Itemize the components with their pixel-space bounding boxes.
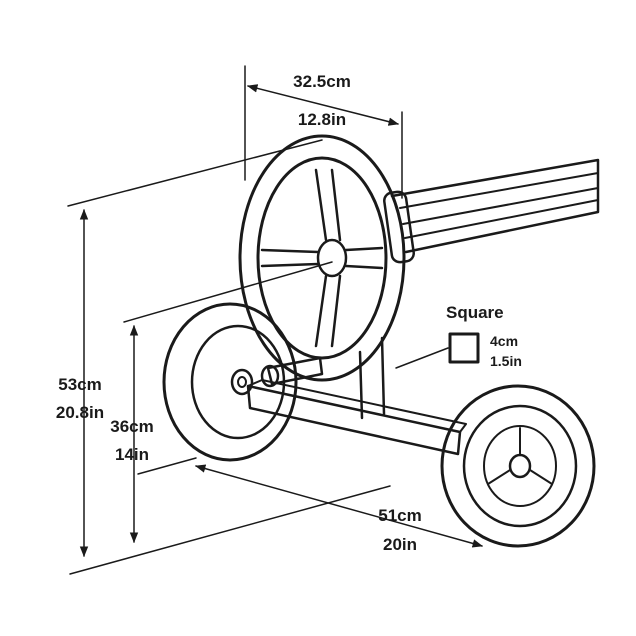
front-wheel <box>440 384 596 548</box>
tube-profile-imperial: 1.5in <box>490 353 522 369</box>
roller-tube <box>383 158 600 264</box>
wheel-width-metric: 32.5cm <box>293 72 351 91</box>
axle-height-metric: 36cm <box>110 417 153 436</box>
dim-total-height: 53cm 20.8in <box>56 139 323 558</box>
base-frame <box>246 379 467 456</box>
rear-wheel <box>162 302 298 462</box>
axle-height-imperial: 14in <box>115 445 149 464</box>
tube-profile-metric: 4cm <box>490 333 518 349</box>
base-length-imperial: 20in <box>383 535 417 554</box>
tube-profile-title: Square <box>446 303 504 322</box>
dim-wheel-width: 32.5cm 12.8in <box>244 65 403 199</box>
crank-handle <box>260 356 324 388</box>
total-height-imperial: 20.8in <box>56 403 104 422</box>
total-height-metric: 53cm <box>58 375 101 394</box>
handle-wheel <box>238 134 406 382</box>
square-profile-icon <box>448 332 480 364</box>
tube-profile-callout: Square 4cm 1.5in <box>395 303 522 369</box>
wheel-width-imperial: 12.8in <box>298 110 346 129</box>
base-length-metric: 51cm <box>378 506 421 525</box>
stand-post <box>358 336 386 420</box>
dim-base-length: 51cm 20in <box>194 464 484 554</box>
dim-axle-height: 36cm 14in <box>110 261 333 544</box>
